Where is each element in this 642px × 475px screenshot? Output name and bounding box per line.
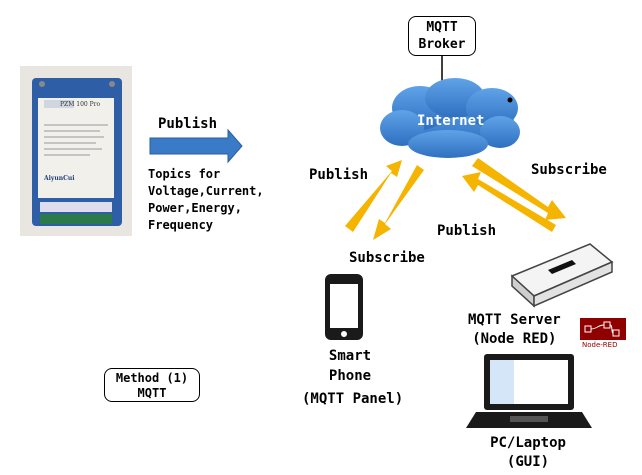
nodered-logo-label: Node-RED [582,341,618,349]
device-brand-text: AiyunCui [44,175,75,182]
server-line1: MQTT Server [468,312,561,328]
publish-arrow-blue [149,128,243,164]
pc-line1: PC/Laptop [490,435,566,451]
phone-line1: Smart [328,348,372,364]
mqtt-broker-box: MQTT Broker [408,16,476,56]
topics-line4: Frequency [148,218,214,232]
method-box: Method (1) MQTT [104,368,200,402]
server-subscribe-arrow [472,158,566,220]
server-publish-label: Publish [437,223,497,239]
topics-line2: Voltage,Current, [148,184,264,198]
publish-main-label: Publish [158,116,218,132]
phone-subscribe-label: Subscribe [349,250,425,266]
server-subscribe-label: Subscribe [531,162,607,178]
energy-meter-device [20,66,132,236]
phone-line3: (MQTT Panel) [302,391,404,407]
method-line1: Method (1) [115,371,189,385]
phone-subscribe-arrow [373,165,424,240]
smartphone-label: Smart Phone [300,346,400,386]
mqtt-server-device [510,243,614,308]
phone-publish-label: Publish [309,167,369,183]
pc-line2: (GUI) [506,454,550,470]
broker-line1: MQTT [426,20,458,35]
internet-cloud [380,78,520,158]
server-publish-arrow [462,172,556,232]
phone-publish-arrow [345,160,402,232]
topics-text: Topics for Voltage,Current, Power,Energy… [148,166,264,234]
broker-line2: Broker [418,37,466,52]
laptop-icon [466,354,592,428]
mqtt-server-label: MQTT Server (Node RED) [468,311,561,349]
nodered-logo [580,318,626,340]
topics-line1: Topics for [148,167,221,181]
device-panel-text: PZM 100 Pro [60,101,101,108]
pc-label: PC/Laptop (GUI) [472,434,584,472]
server-line2: (Node RED) [472,331,557,347]
smartphone-icon [325,274,363,340]
topics-line3: Power,Energy, [148,201,242,215]
phone-line2: Phone [328,368,372,384]
method-line2: MQTT [137,386,167,400]
internet-label: Internet [417,113,485,129]
